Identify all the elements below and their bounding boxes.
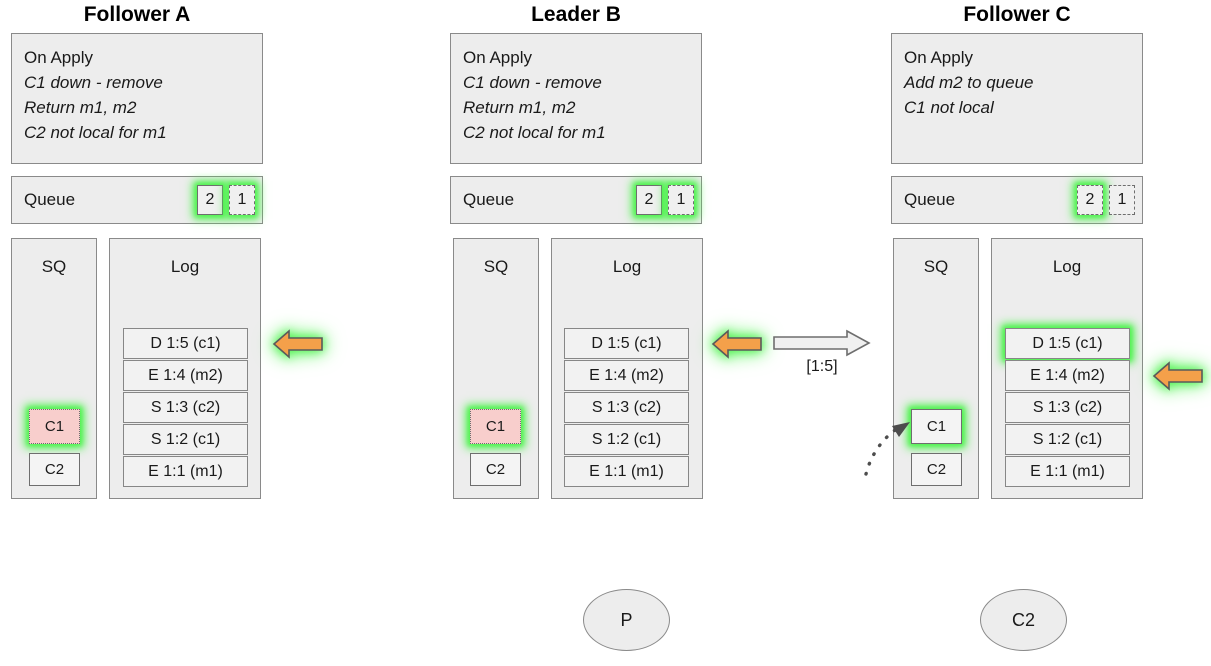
log-entry[interactable]: D 1:5 (c1)	[123, 328, 248, 359]
queue-cell[interactable]: 1	[668, 185, 694, 215]
replication-arrow	[772, 328, 872, 358]
on-apply-line: Add m2 to queue	[904, 73, 1034, 92]
sq-label: SQ	[41, 257, 67, 276]
on-apply-line: C1 not local	[904, 98, 994, 117]
replication-arrow-label: [1:5]	[806, 358, 838, 375]
sq-label: SQ	[483, 257, 509, 276]
on-apply-box-follower-a: On Apply C1 down - remove Return m1, m2 …	[11, 33, 263, 164]
queue-label: Queue	[24, 190, 76, 209]
column-title-follower-a: Follower A	[83, 3, 191, 26]
on-apply-heading: On Apply	[463, 48, 532, 67]
sq-entry-c1[interactable]: C1	[470, 409, 521, 444]
apply-pointer-arrow-leader-b	[711, 327, 763, 361]
log-label: Log	[612, 257, 642, 276]
on-apply-heading: On Apply	[24, 48, 93, 67]
apply-pointer-arrow-follower-c	[1152, 359, 1204, 393]
queue-label: Queue	[463, 190, 515, 209]
on-apply-line: C2 not local for m1	[24, 123, 167, 142]
on-apply-box-leader-b: On Apply C1 down - remove Return m1, m2 …	[450, 33, 702, 164]
on-apply-heading: On Apply	[904, 48, 973, 67]
log-label: Log	[170, 257, 200, 276]
log-entry[interactable]: S 1:2 (c1)	[564, 424, 689, 455]
log-entry[interactable]: E 1:4 (m2)	[564, 360, 689, 391]
queue-cell[interactable]: 2	[636, 185, 662, 215]
queue-to-sq-dotted-arrow	[858, 400, 924, 480]
queue-cell[interactable]: 1	[229, 185, 255, 215]
log-entry[interactable]: E 1:1 (m1)	[1005, 456, 1130, 487]
sq-entry-c1[interactable]: C1	[29, 409, 80, 444]
on-apply-line: Return m1, m2	[463, 98, 576, 117]
on-apply-line: C2 not local for m1	[463, 123, 606, 142]
sq-panel-follower-c: SQ	[893, 238, 979, 499]
queue-cells: 2 1	[636, 185, 694, 215]
on-apply-line: C1 down - remove	[24, 73, 163, 92]
node-p[interactable]: P	[583, 589, 670, 651]
sq-entry-c2[interactable]: C2	[29, 453, 80, 486]
queue-cell[interactable]: 2	[197, 185, 223, 215]
log-entry[interactable]: S 1:2 (c1)	[123, 424, 248, 455]
log-entry[interactable]: S 1:3 (c2)	[1005, 392, 1130, 423]
log-label: Log	[1052, 257, 1082, 276]
queue-box-follower-a: Queue 2 1	[11, 176, 263, 224]
log-entry[interactable]: E 1:1 (m1)	[564, 456, 689, 487]
queue-cells: 2 1	[197, 185, 255, 215]
log-entry[interactable]: D 1:5 (c1)	[1005, 328, 1130, 359]
sq-label: SQ	[923, 257, 949, 276]
node-c2[interactable]: C2	[980, 589, 1067, 651]
apply-pointer-arrow-follower-a	[272, 327, 324, 361]
queue-cell[interactable]: 2	[1077, 185, 1103, 215]
on-apply-line: Return m1, m2	[24, 98, 137, 117]
queue-box-leader-b: Queue 2 1	[450, 176, 702, 224]
log-entry[interactable]: S 1:2 (c1)	[1005, 424, 1130, 455]
sq-entry-c1[interactable]: C1	[911, 409, 962, 444]
queue-cells: 2 1	[1077, 185, 1135, 215]
column-title-follower-c: Follower C	[963, 3, 1071, 26]
sq-entry-c2[interactable]: C2	[470, 453, 521, 486]
queue-label: Queue	[904, 190, 956, 209]
log-entry[interactable]: S 1:3 (c2)	[123, 392, 248, 423]
log-entry[interactable]: D 1:5 (c1)	[564, 328, 689, 359]
on-apply-line: C1 down - remove	[463, 73, 602, 92]
column-title-leader-b: Leader B	[531, 3, 621, 26]
log-entry[interactable]: E 1:1 (m1)	[123, 456, 248, 487]
log-entry[interactable]: E 1:4 (m2)	[1005, 360, 1130, 391]
log-entry[interactable]: E 1:4 (m2)	[123, 360, 248, 391]
queue-box-follower-c: Queue 2 1	[891, 176, 1143, 224]
queue-cell[interactable]: 1	[1109, 185, 1135, 215]
on-apply-box-follower-c: On Apply Add m2 to queue C1 not local	[891, 33, 1143, 164]
sq-entry-c2[interactable]: C2	[911, 453, 962, 486]
log-entry[interactable]: S 1:3 (c2)	[564, 392, 689, 423]
